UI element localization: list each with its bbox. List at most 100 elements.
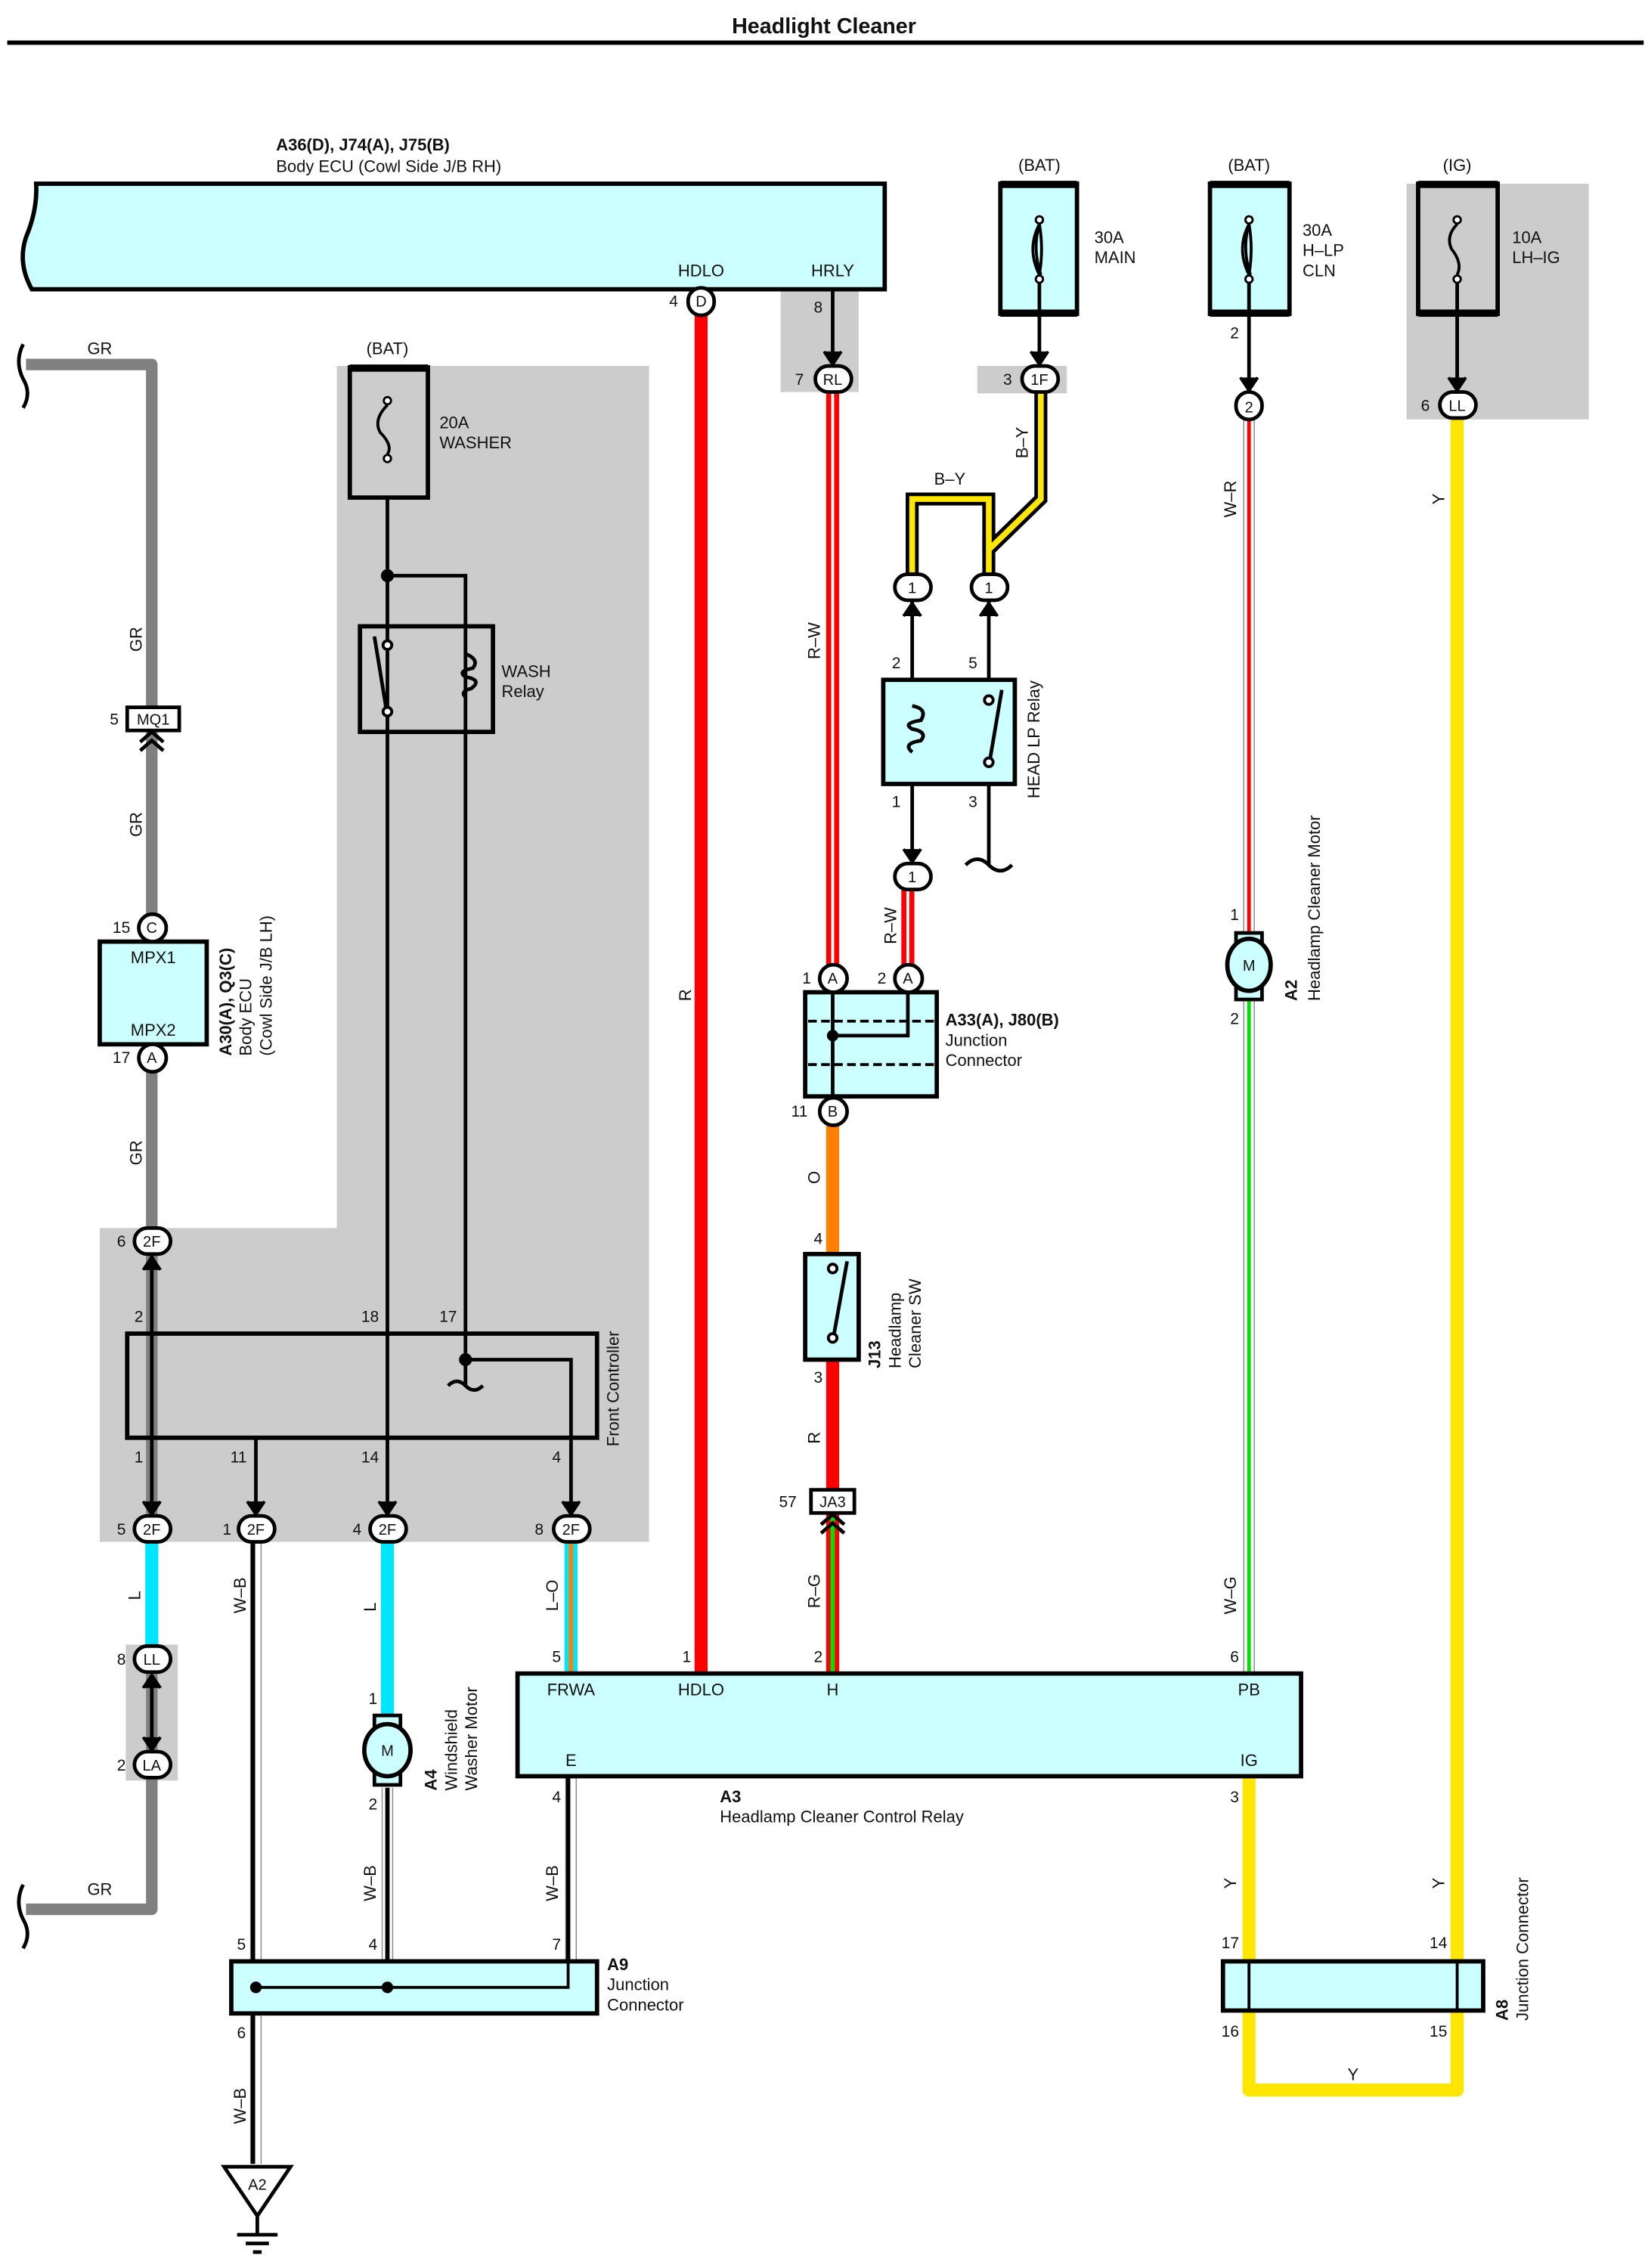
junction-connector-a8: 17 14 16 15 A8 Junction Connector [1220, 1877, 1532, 2040]
connector-2f-5: 2F 5 [117, 1500, 173, 1544]
relay-label: Relay [502, 682, 544, 701]
fuse-source: (BAT) [1018, 156, 1061, 175]
pin-number: 6 [237, 2025, 246, 2042]
pin-number: 4 [552, 1448, 561, 1466]
component-name: Junction [946, 1030, 1008, 1049]
terminal-h: H [827, 1680, 839, 1699]
svg-text:2: 2 [1245, 399, 1253, 416]
pin-number: 5 [237, 1936, 246, 1954]
svg-text:7: 7 [795, 371, 804, 389]
connector-2f-4: 2F 4 [352, 1500, 408, 1544]
svg-text:JA3: JA3 [819, 1495, 846, 1511]
connector-relay-1b: 1 [969, 572, 1010, 618]
pin-number: 4 [369, 1936, 378, 1954]
pin-number: 14 [1430, 1935, 1448, 1952]
wire-label: Y [1429, 1877, 1448, 1888]
wire-label: Y [1348, 2065, 1359, 2084]
svg-text:C: C [147, 920, 157, 937]
component-name: Connector [946, 1051, 1022, 1070]
connector-d: D 4 [669, 286, 717, 318]
svg-text:15: 15 [113, 919, 130, 937]
wire-label: Y [1221, 1877, 1240, 1888]
fuse-20a-washer: (BAT) 20A WASHER [347, 339, 512, 500]
wire-label: GR [126, 812, 145, 837]
terminal-e: E [565, 1751, 577, 1770]
wire-gr [17, 343, 158, 1950]
connector-2-hlp: 2 [1234, 376, 1264, 422]
svg-text:17: 17 [113, 1049, 130, 1067]
pin-number: 1 [682, 1648, 691, 1665]
wire-by [906, 393, 1048, 576]
relay-switch-icon [372, 636, 394, 717]
component-ref: A9 [607, 1955, 628, 1974]
connector-1f: 1F 3 [1003, 350, 1061, 394]
component-name: (Cowl Side J/B LH) [257, 916, 276, 1056]
component-ref: A8 [1493, 2000, 1512, 2021]
body-ecu-lh: MPX1 MPX2 A30(A), Q3(C) Body ECU (Cowl S… [98, 916, 276, 1056]
fuse-name: LH–IG [1512, 248, 1560, 267]
svg-text:2F: 2F [143, 1234, 160, 1250]
pin-number: 3 [968, 794, 977, 811]
title-rule [7, 40, 1644, 45]
connector-b-11: B 11 [791, 1095, 849, 1127]
relay-coil-icon [906, 704, 925, 754]
component-ref: A33(A), J80(B) [946, 1010, 1059, 1029]
svg-text:RL: RL [823, 372, 843, 389]
pin-number: 2 [814, 1648, 823, 1665]
relay-switch-icon [983, 689, 1004, 768]
wire-label: W–G [1221, 1576, 1240, 1614]
headlamp-cleaner-control-relay: FRWA HDLO H PB E IG 5 1 2 6 4 3 A3 Headl… [515, 1648, 1303, 1826]
wire-label: B–Y [934, 469, 966, 488]
junction-connector-a9: 5 4 7 6 A9 Junction Connector [229, 1936, 684, 2042]
pin-number: 2 [1230, 325, 1239, 342]
pin-number: 1 [892, 794, 901, 811]
wire-label: W–B [231, 2088, 249, 2124]
wire-label: O [804, 1171, 823, 1184]
fuse-rating: 30A [1303, 221, 1332, 240]
svg-text:6: 6 [117, 1233, 126, 1250]
fuse-source: (BAT) [367, 339, 409, 358]
component-name: Body ECU [237, 978, 256, 1056]
fuse-icon [376, 395, 392, 463]
pin-number: 17 [1222, 1935, 1239, 1952]
relay-label: WASH [502, 662, 551, 680]
pin-number: 2 [135, 1309, 144, 1326]
wire-label: Y [1429, 493, 1448, 504]
svg-text:B: B [828, 1104, 838, 1120]
connector-a-1: A 1 [802, 962, 849, 994]
wire-label: W–B [361, 1865, 379, 1901]
svg-text:1: 1 [908, 580, 916, 596]
pin-number: 7 [552, 1936, 561, 1954]
fuse-icon [1031, 215, 1045, 284]
wire-label: GR [126, 627, 145, 652]
fuse-name: CLN [1303, 261, 1336, 280]
wire-y [1242, 419, 1464, 2097]
connector-2f-1: 2F 1 [222, 1500, 277, 1544]
fuse-name: WASHER [439, 433, 512, 452]
fuse-name: H–LP [1303, 241, 1344, 260]
ground-icon [237, 2216, 278, 2254]
pin-number: 5 [968, 655, 977, 672]
component-ref: A30(A), Q3(C) [216, 948, 235, 1056]
fuse-source: (BAT) [1228, 156, 1270, 175]
component-name: Headlamp Cleaner Control Relay [720, 1808, 964, 1826]
svg-text:5: 5 [110, 711, 119, 729]
wire-label: W–R [1221, 481, 1240, 518]
connector-relay-1a: 1 [893, 572, 933, 618]
pin-number: 11 [231, 1448, 247, 1466]
svg-text:5: 5 [117, 1521, 126, 1538]
fuse-10a-lh-ig: (IG) 10A LH–IG [1416, 156, 1560, 391]
svg-text:2: 2 [878, 970, 887, 987]
svg-text:1: 1 [222, 1521, 231, 1538]
connector-ll-8: LL 8 [117, 1644, 173, 1689]
fuse-name: MAIN [1095, 248, 1136, 267]
fuse-30a-hlp-cln: (BAT) 30A H–LP CLN 2 [1207, 156, 1344, 391]
pin-number: 1 [1230, 906, 1239, 924]
fuse-source: (IG) [1443, 156, 1472, 175]
wire-label: L–O [543, 1580, 562, 1612]
component-name: Cleaner SW [906, 1278, 925, 1368]
pin-number: 3 [1230, 1789, 1239, 1806]
connector-2f-6: 2F 6 [117, 1225, 173, 1271]
svg-text:2F: 2F [562, 1522, 580, 1538]
